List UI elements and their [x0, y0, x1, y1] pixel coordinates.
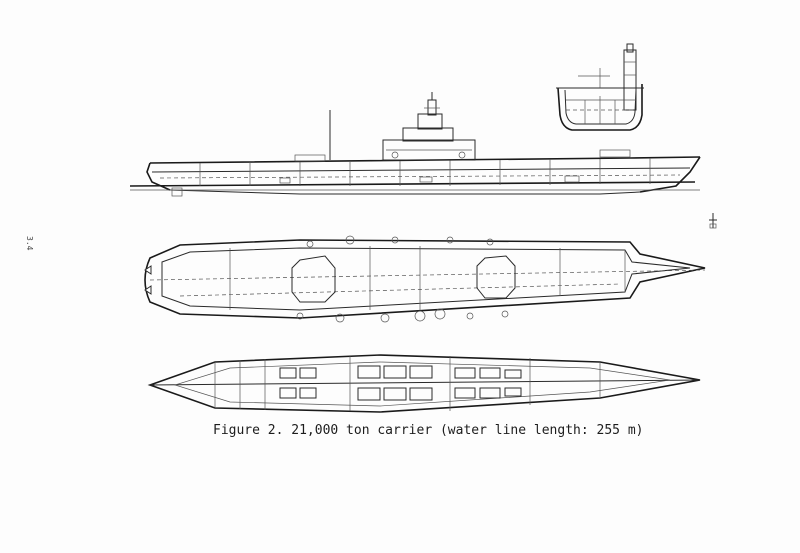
midship-section-view	[556, 43, 644, 131]
side-elevation-view	[129, 92, 701, 197]
lower-deck-plan-view	[147, 354, 701, 413]
flight-deck-plan-view	[144, 235, 706, 323]
scale-mark	[709, 213, 717, 229]
figure-caption: Figure 2. 21,000 ton carrier (water line…	[213, 423, 644, 438]
